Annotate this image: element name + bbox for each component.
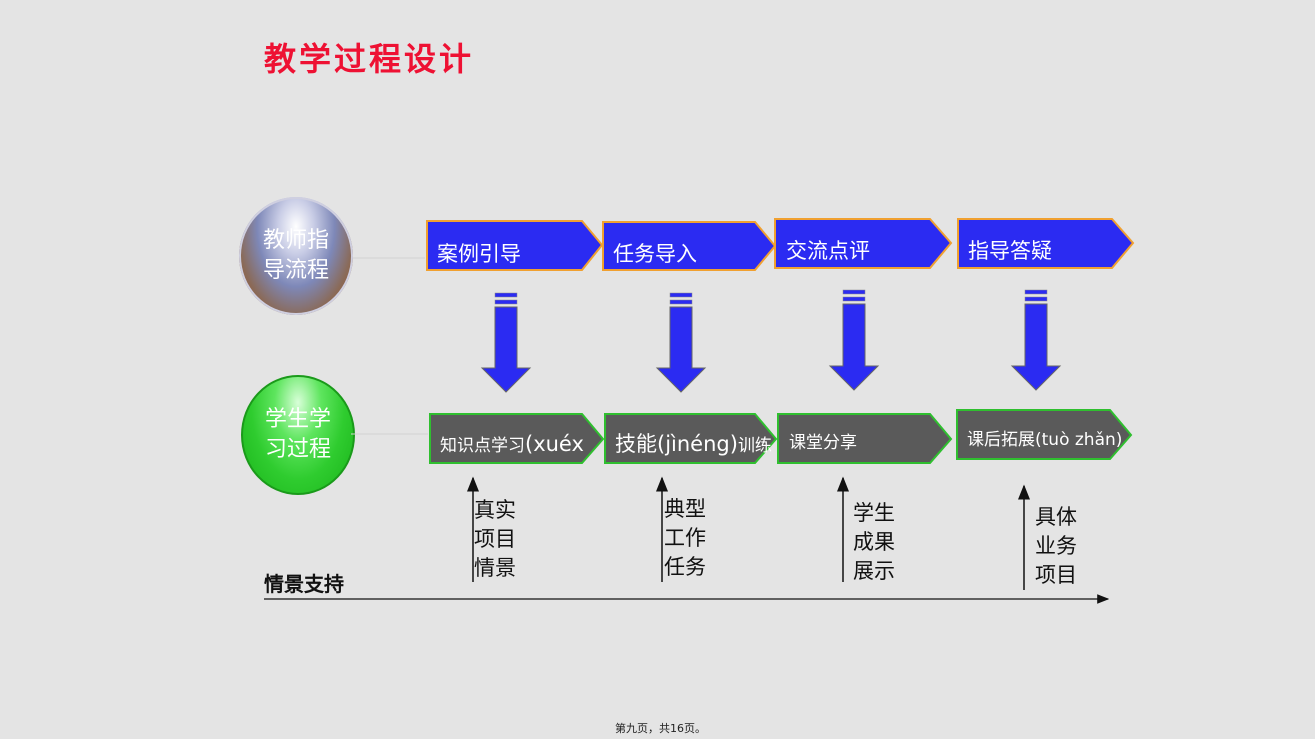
student-circle-line2: 习过程 (264, 437, 331, 462)
support-2-line-2: 工作 (664, 526, 706, 550)
support-3-line-3: 展示 (853, 559, 895, 583)
scenario-axis-label: 情景支持 (264, 572, 344, 596)
support-1-line-2: 项目 (474, 527, 516, 551)
student-step-shape-4 (956, 409, 1133, 460)
student-step-3: 课堂分享 (789, 428, 857, 453)
teacher-step-3: 交流点评 (786, 239, 870, 263)
down-arrow-4 (1010, 289, 1062, 391)
student-process-circle: 学生学 习过程 (241, 375, 355, 495)
teacher-step-shape-1 (426, 220, 604, 271)
teacher-process-circle: 教师指 导流程 (239, 197, 353, 315)
teacher-circle-line1: 教师指 (262, 228, 329, 253)
student-step-3-main: 课堂分享 (789, 433, 857, 453)
down-arrow-1 (480, 292, 532, 393)
support-3-line-1: 学生 (853, 501, 895, 525)
down-arrow-3 (828, 289, 880, 391)
student-circle-line1: 学生学 (264, 407, 331, 432)
student-step-4-extra: (tuò zhǎn) (1035, 430, 1123, 450)
student-step-2-tail: 训练 (737, 436, 772, 456)
student-step-shape-2 (604, 413, 778, 464)
student-step-shape-3 (777, 413, 953, 464)
support-3-line-2: 成果 (853, 530, 895, 554)
teacher-step-1: 案例引导 (437, 242, 521, 266)
student-step-shape-1 (429, 413, 605, 464)
teacher-step-shape-4 (957, 218, 1135, 269)
support-column-3: 学生 成果 展示 (853, 499, 895, 586)
teacher-step-2: 任务导入 (613, 242, 697, 266)
support-4-line-3: 项目 (1035, 563, 1077, 587)
down-arrow-2 (655, 292, 707, 393)
support-4-line-2: 业务 (1035, 534, 1077, 558)
support-column-2: 典型 工作 任务 (664, 495, 706, 582)
support-column-1: 真实 项目 情景 (474, 496, 516, 583)
student-step-2: 技能(jìnéng)训练 (615, 428, 786, 458)
teacher-step-shape-2 (602, 221, 777, 271)
page-title: 教学过程设计 (264, 40, 475, 78)
support-2-line-3: 任务 (664, 555, 706, 579)
student-step-2-extra: (jìnéng) (657, 432, 738, 456)
page-footer: 第九页，共16页。 (615, 722, 706, 735)
student-step-4-main: 课后拓展 (967, 430, 1035, 450)
teacher-step-4: 指导答疑 (968, 239, 1052, 263)
support-column-4: 具体 业务 项目 (1035, 503, 1077, 590)
student-step-1: 知识点学习(xuéx (440, 431, 604, 456)
student-step-4: 课后拓展(tuò zhǎn) (967, 425, 1122, 450)
student-step-1-main: 知识点学习 (440, 436, 525, 456)
student-step-2-main: 技能 (615, 432, 657, 456)
support-4-line-1: 具体 (1035, 505, 1077, 529)
student-step-1-extra: (xuéx (525, 432, 584, 456)
support-1-line-1: 真实 (474, 498, 516, 522)
support-2-line-1: 典型 (664, 497, 706, 521)
teacher-circle-line2: 导流程 (262, 258, 329, 283)
support-1-line-3: 情景 (474, 556, 516, 580)
teacher-step-shape-3 (774, 218, 953, 269)
